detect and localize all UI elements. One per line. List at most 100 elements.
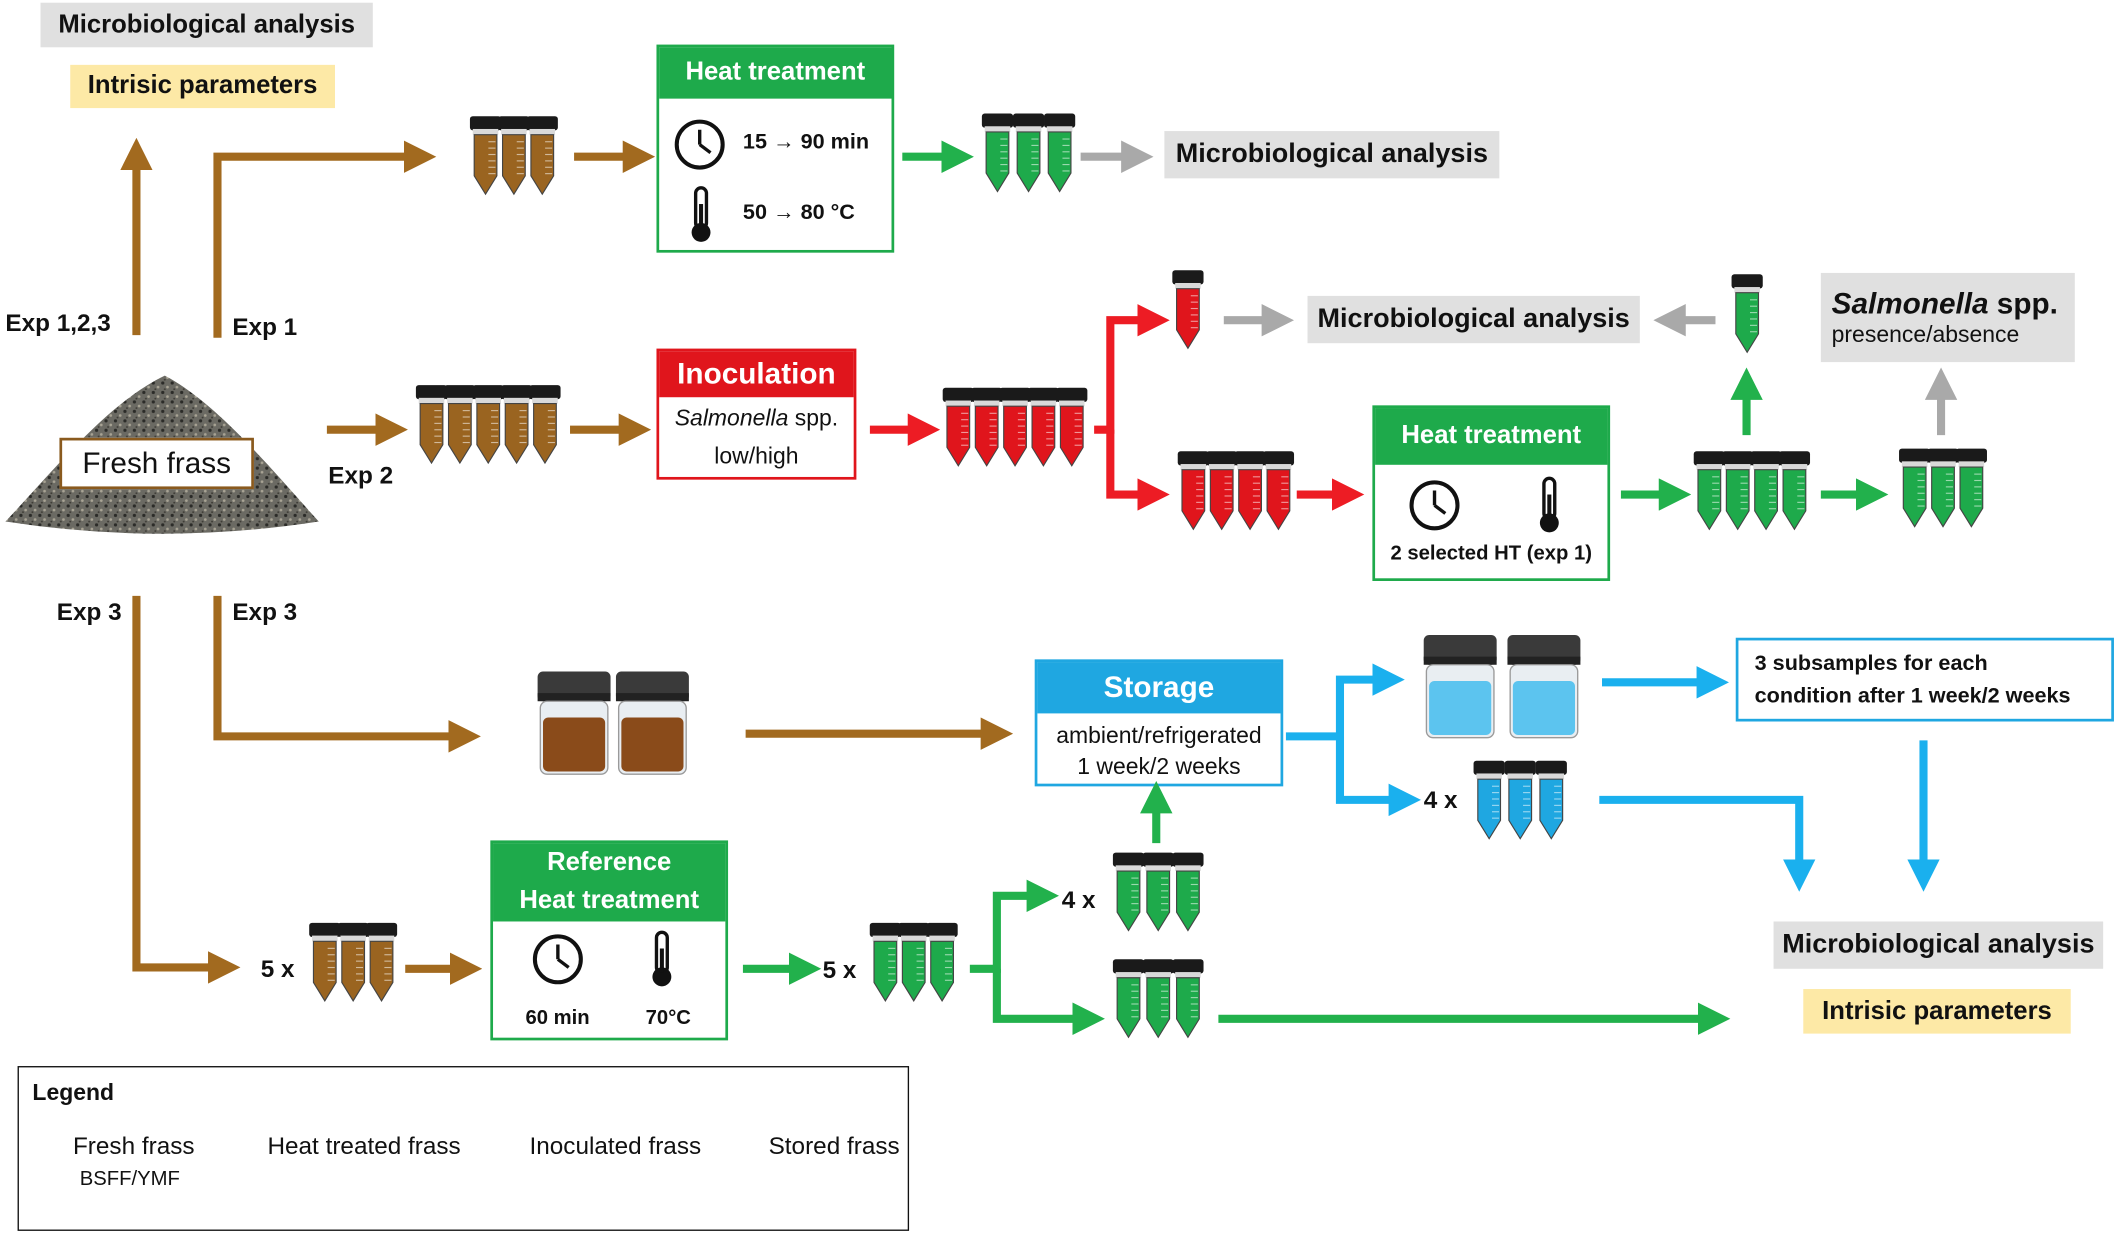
ht1-temp-text: 50 → 80 °C — [742, 201, 855, 225]
test-tube-icon — [1056, 387, 1088, 467]
legend-box: Legend Fresh frass BSFF/YMF Heat treated… — [17, 1066, 910, 1231]
arrow-blue-tubes-to-final — [1599, 795, 1816, 892]
top-intrinsic-parameters-box: Intrisic parameters — [70, 64, 335, 109]
test-tube-icon — [981, 113, 1014, 193]
test-tube-icon — [1750, 451, 1782, 531]
thermometer-icon — [691, 186, 711, 242]
reference-time: 60 min — [525, 1006, 590, 1030]
exp3-right-label: Exp 3 — [232, 598, 298, 626]
test-tube-icon — [1927, 448, 1959, 528]
test-tube-icon — [1142, 959, 1174, 1039]
test-tube-icon — [1693, 451, 1725, 531]
clock-icon — [532, 934, 583, 985]
test-tube-icon — [469, 116, 502, 196]
test-tube-icon — [365, 922, 398, 1002]
test-tube-icon — [1012, 113, 1045, 193]
test-tube-icon — [1172, 852, 1204, 932]
top-micro-analysis-box: Microbiological analysis — [40, 2, 373, 48]
test-tube-icon — [898, 922, 930, 1002]
storage-title: Storage — [1037, 662, 1281, 714]
bottom-micro-analysis-box: Microbiological analysis — [1773, 921, 2104, 969]
inoculation-level: low/high — [714, 443, 799, 469]
test-tube-icon — [337, 922, 369, 1002]
heat-treatment-box-1: Heat treatment 15 → 90 min 50 → 80 °C — [656, 44, 895, 253]
subsamples-line2: condition after 1 week/2 weeks — [1754, 685, 2071, 708]
test-tube-icon — [1535, 760, 1567, 840]
test-tube-icon — [501, 385, 533, 465]
test-tube-icon — [1778, 451, 1811, 531]
test-tube-icon — [1112, 852, 1145, 932]
inoculation-box: Inoculation Salmonella spp. low/high — [656, 348, 857, 480]
test-tube-icon — [529, 385, 561, 465]
test-tube-icon — [1044, 113, 1076, 193]
test-tube-icon — [1899, 448, 1931, 528]
inoculation-organism: Salmonella spp. — [674, 405, 839, 432]
test-tube-icon — [1262, 451, 1295, 531]
legend-label-stored: Stored frass — [768, 1132, 900, 1160]
salmonella-title: Salmonella spp. — [1831, 286, 2058, 321]
test-tube-icon — [444, 385, 476, 465]
test-tube-icon — [1206, 451, 1238, 531]
test-tube-icon — [526, 116, 558, 196]
thermometer-icon — [652, 930, 672, 987]
exp1-label: Exp 1 — [232, 313, 298, 341]
fresh-frass-label: Fresh frass — [59, 437, 254, 490]
legend-label-heat: Heat treated frass — [267, 1132, 461, 1160]
subsamples-box: 3 subsamples for each condition after 1 … — [1735, 637, 2114, 722]
test-tube-icon — [971, 387, 1003, 467]
micro-analysis-row1: Microbiological analysis — [1164, 131, 1500, 179]
test-tube-icon — [1142, 852, 1174, 932]
heat-treatment-title: Heat treatment — [659, 47, 892, 99]
arrow-exp1 — [213, 140, 437, 338]
jar-icon — [615, 671, 689, 775]
micro-analysis-row2: Microbiological analysis — [1307, 295, 1640, 344]
test-tube-icon — [1722, 451, 1754, 531]
test-tube-icon — [1234, 451, 1266, 531]
four-x-green-label: 4 x — [1061, 886, 1096, 914]
storage-duration: 1 week/2 weeks — [1077, 753, 1241, 780]
clock-icon — [1409, 480, 1460, 531]
jar-icon — [537, 671, 611, 775]
test-tube-icon — [1473, 760, 1505, 840]
ht2-caption: 2 selected HT (exp 1) — [1390, 541, 1593, 565]
jar-icon — [1423, 635, 1497, 739]
legend-label-fresh: Fresh frass — [72, 1132, 195, 1160]
arrow-red-split-upper — [1094, 304, 1170, 434]
legend-sub-fresh: BSFF/YMF — [79, 1167, 180, 1191]
test-tube-icon — [498, 116, 530, 196]
arrow-red-split-lower — [1106, 429, 1170, 511]
test-tube-icon — [1504, 760, 1536, 840]
heat-treatment-box-2: Heat treatment 2 selected HT (exp 1) — [1372, 405, 1611, 581]
jar-icon — [1507, 635, 1581, 739]
five-x-brown-label: 5 x — [260, 955, 295, 983]
bottom-intrinsic-parameters-box: Intrisic parameters — [1803, 989, 2071, 1034]
thermometer-icon — [1539, 476, 1559, 533]
test-tube-icon — [415, 385, 448, 465]
test-tube-icon — [869, 922, 901, 1002]
storage-condition: ambient/refrigerated — [1056, 722, 1262, 749]
test-tube-icon — [1172, 959, 1204, 1039]
arrow-exp3-tubes — [132, 595, 241, 984]
heat-treatment-2-title: Heat treatment — [1375, 408, 1608, 465]
arrow-split-upper — [969, 879, 1060, 973]
test-tube-icon — [999, 387, 1031, 467]
exp2-label: Exp 2 — [328, 462, 394, 490]
five-x-green-label: 5 x — [822, 956, 857, 984]
arrow-storage-split-lower — [1335, 736, 1422, 817]
legend-label-inoc: Inoculated frass — [529, 1132, 702, 1160]
exp3-left-label: Exp 3 — [56, 598, 122, 626]
exp123-label: Exp 1,2,3 — [5, 309, 111, 337]
arrow-storage-split-upper — [1285, 663, 1405, 741]
four-x-blue-label: 4 x — [1423, 786, 1458, 814]
test-tube-icon — [1027, 387, 1060, 467]
reference-temp: 70°C — [645, 1006, 691, 1030]
test-tube-icon — [926, 922, 958, 1002]
arrow-split-lower — [992, 968, 1105, 1035]
test-tube-icon — [1112, 959, 1145, 1039]
presence-absence-text: presence/absence — [1831, 321, 2020, 348]
inoculation-title: Inoculation — [659, 351, 854, 398]
